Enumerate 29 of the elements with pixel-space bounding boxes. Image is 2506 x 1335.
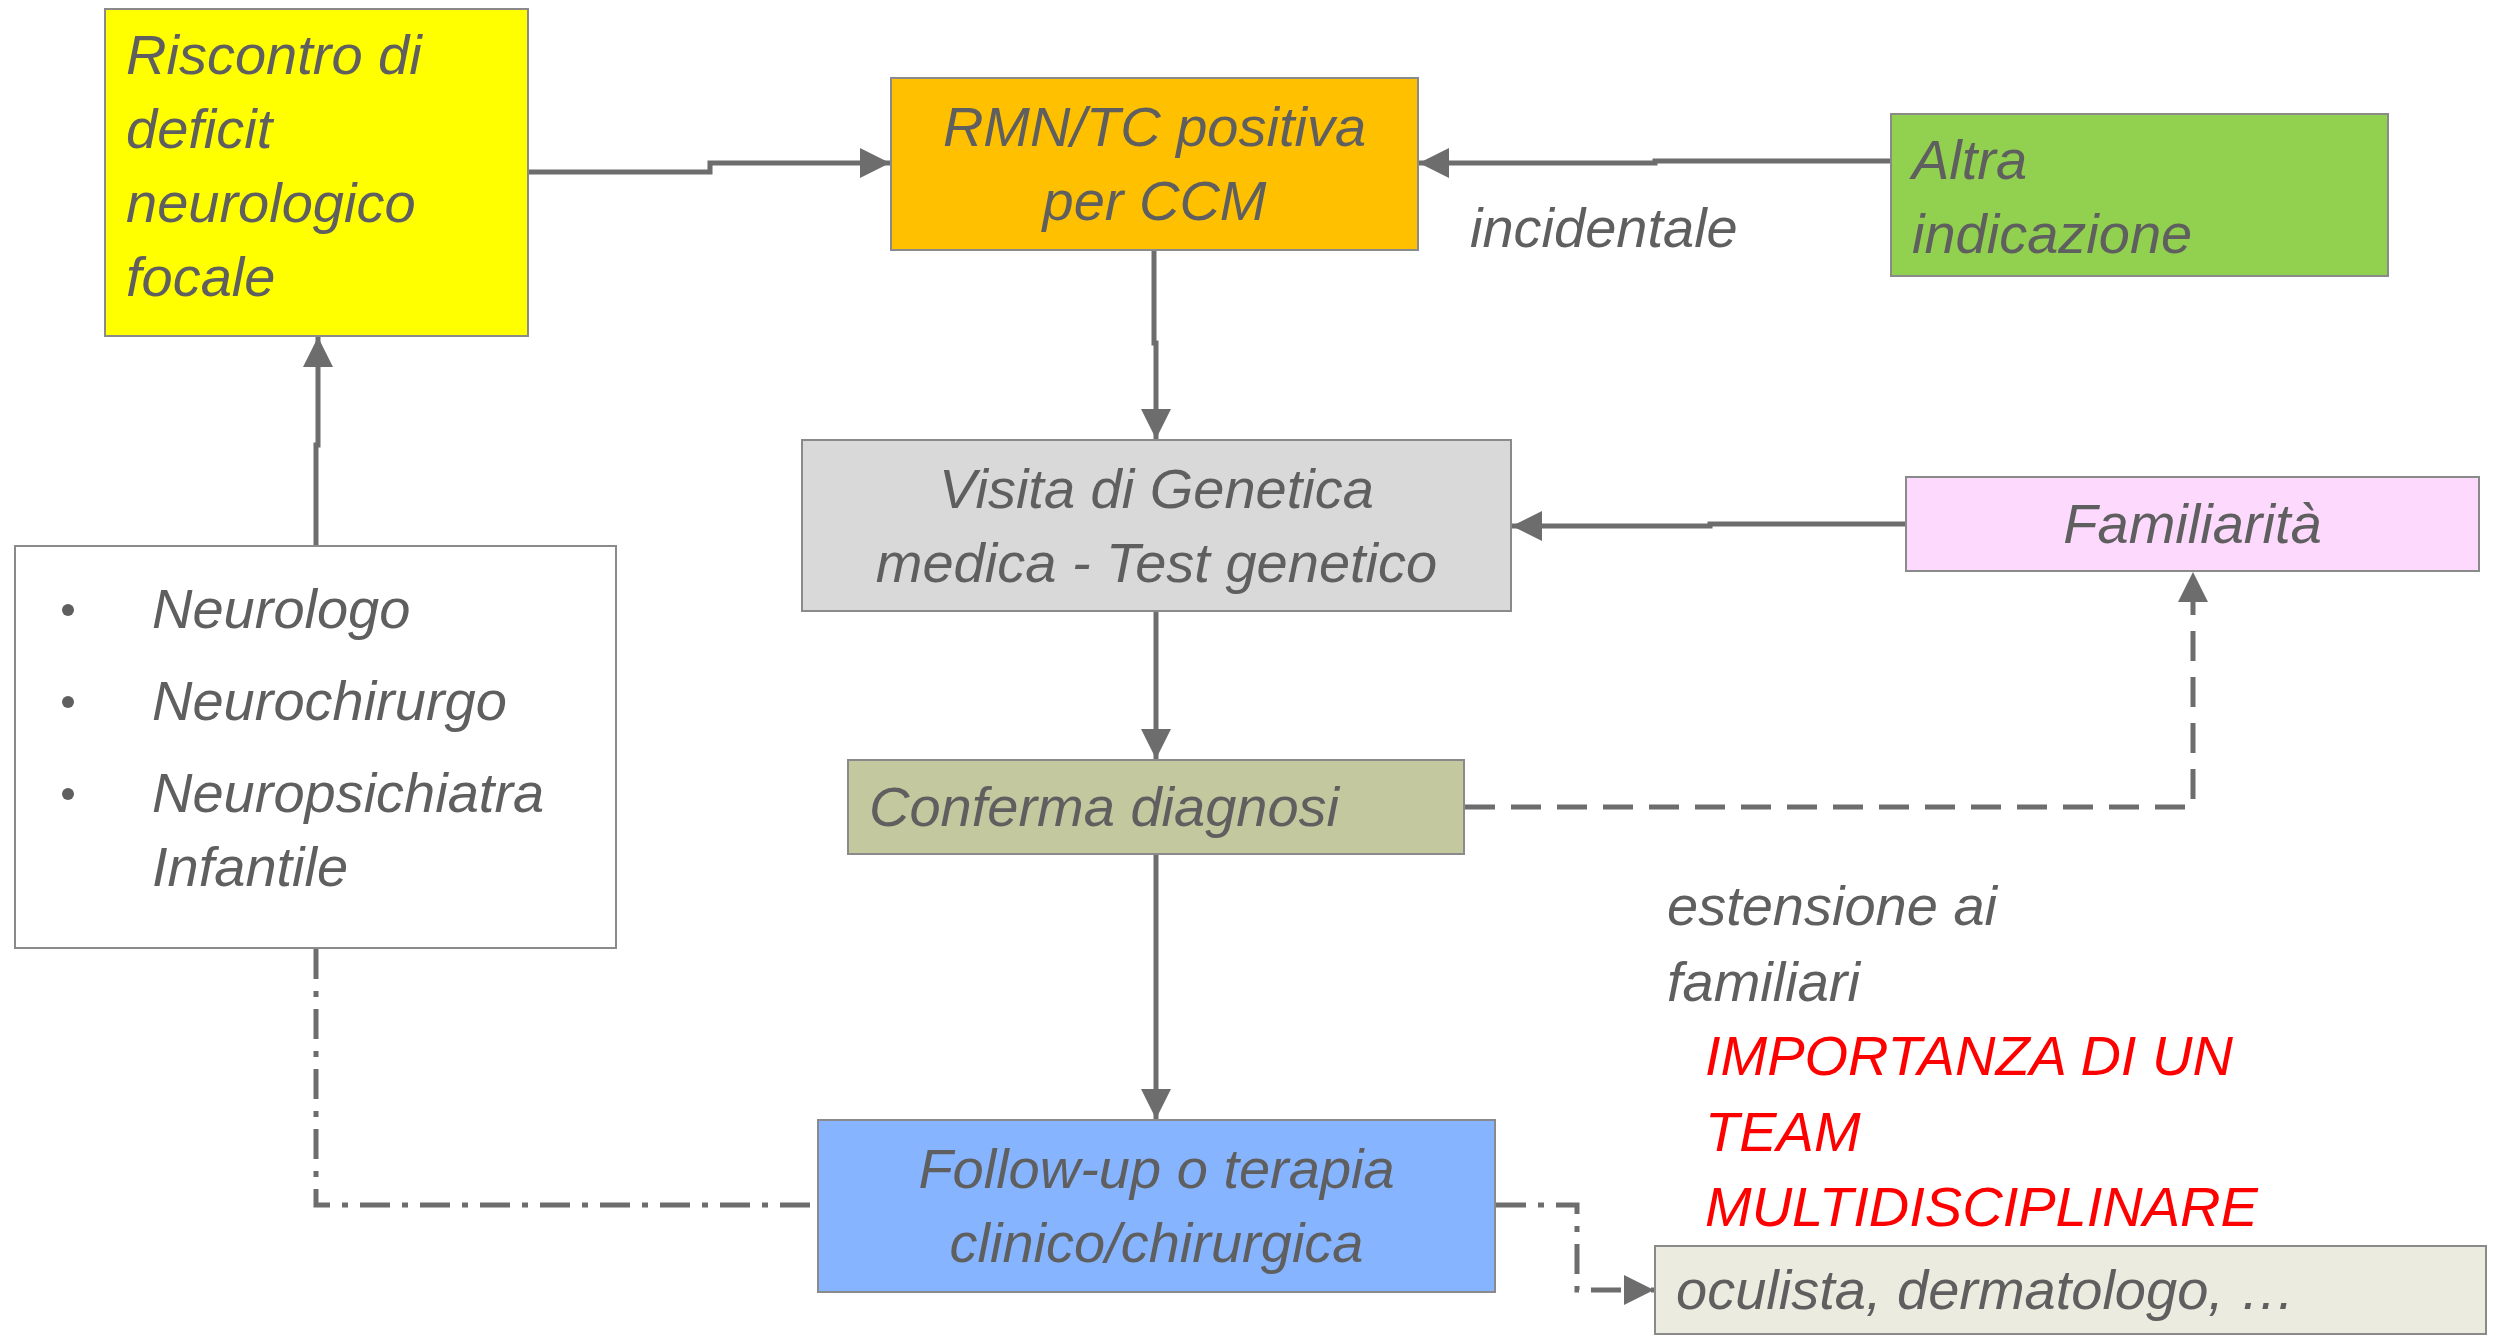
arrow [1496,1202,1654,1305]
process-box [801,439,1512,612]
process-box [1890,113,2389,277]
note-text: IMPORTANZA DI UN TEAM MULTIDISCIPLINARE [1705,1023,2260,1241]
box-text: Conferma diagnosi [869,774,1341,841]
arrow [1141,251,1171,439]
box-text: oculista, dermatologo, … [1676,1257,2297,1324]
arrow [1512,511,1905,541]
arrow [529,148,890,178]
list-item: Neurologo [152,577,411,641]
arrow [1141,612,1171,759]
list-item: Neuropsichiatra Infantile [152,761,545,898]
arrow [1141,855,1171,1119]
process-box [1654,1245,2487,1335]
process-box [817,1119,1496,1293]
process-box [890,77,1419,251]
box-text: Follow-up o terapia clinico/chirurgica [917,1136,1396,1276]
list-item: Neurochirurgo [152,669,507,733]
process-box [1905,476,2480,572]
process-box [847,759,1465,855]
box-text: Familiarità [2062,491,2323,558]
list-box [14,545,617,949]
process-box [104,8,529,337]
arrow [1465,572,2208,810]
arrow [1419,148,1890,178]
box-text: Visita di Genetica medica - Test genetico [874,455,1439,596]
box-text: RMN/TC positiva per CCM [941,94,1368,234]
arrow [303,337,333,545]
box-text: Riscontro di deficit neurologico focale [126,22,424,310]
